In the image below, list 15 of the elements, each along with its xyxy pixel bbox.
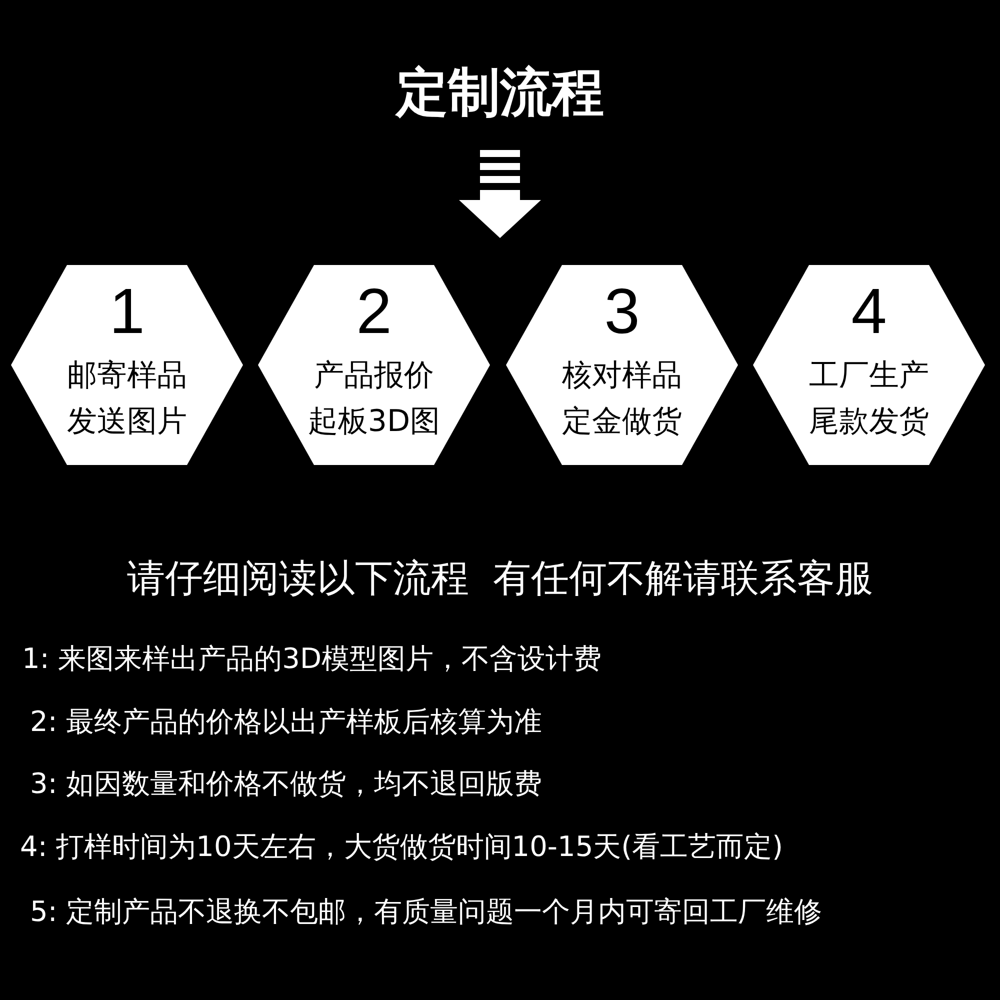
step-number: 2 (355, 275, 393, 347)
note-text: 5: 定制产品不退换不包邮，有质量问题一个月内可寄回工厂维修 (30, 894, 822, 930)
step-text: 核对样品定金做货 (561, 357, 683, 441)
note-text: 3: 如因数量和价格不做货，均不退回版费 (30, 766, 542, 802)
step-text: 邮寄样品发送图片 (66, 357, 188, 441)
step-number: 1 (108, 275, 146, 347)
step-number: 4 (850, 275, 888, 347)
step-text: 工厂生产尾款发货 (808, 357, 930, 441)
title: 定制流程 (396, 62, 604, 125)
subtitle: 请仔细阅读以下流程 有任何不解请联系客服 (126, 555, 874, 602)
note-text: 4: 打样时间为10天左右，大货做货时间10-15天(看工艺而定) (20, 829, 783, 865)
step-number: 3 (603, 275, 641, 347)
step-text: 产品报价起板3D图 (306, 357, 442, 441)
note-text: 2: 最终产品的价格以出产样板后核算为准 (30, 704, 542, 740)
note-text: 1: 来图来样出产品的3D模型图片，不含设计费 (22, 641, 602, 677)
